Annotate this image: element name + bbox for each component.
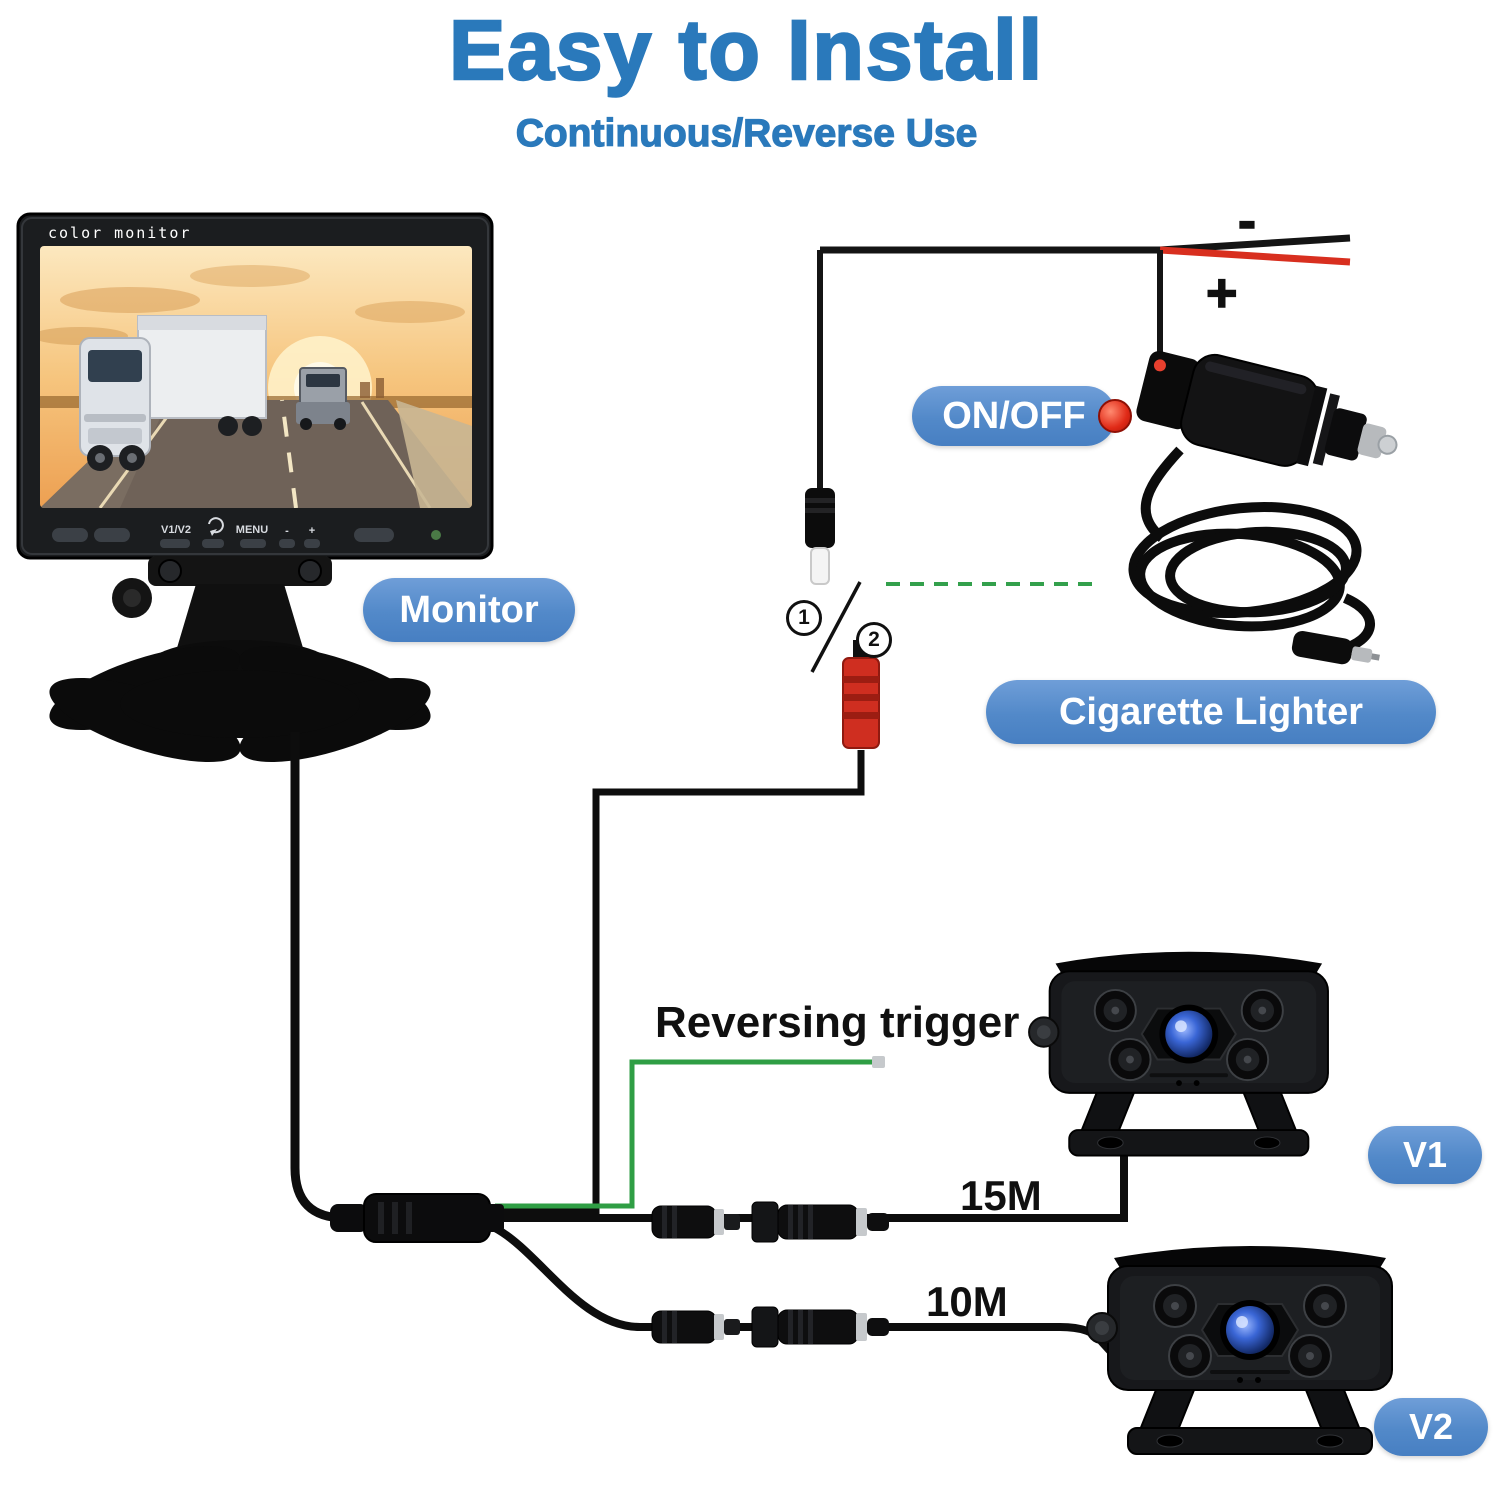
step-2-badge: 2 xyxy=(856,622,892,658)
monitor-button-v1v2-label: V1/V2 xyxy=(161,524,191,536)
camera-v2-pill-label: V2 xyxy=(1374,1398,1488,1456)
monitor-button-plus-label: + xyxy=(309,525,315,537)
cable-15m-label: 15M xyxy=(960,1172,1042,1219)
cigarette-lighter-pill-label: Cigarette Lighter xyxy=(986,680,1436,744)
monitor-button-minus-label: - xyxy=(285,525,289,537)
positive-wire xyxy=(1159,246,1351,266)
trigger-wire-tip xyxy=(872,1056,885,1068)
power-feed-wires xyxy=(817,234,1351,490)
truck-small xyxy=(296,367,350,430)
reversing-trigger-label: Reversing trigger xyxy=(655,998,1020,1047)
loop-icon xyxy=(208,517,224,536)
cable-10m-label: 10M xyxy=(926,1278,1008,1325)
camera-v1-pill-label: V1 xyxy=(1368,1126,1482,1184)
power-indicator-dot-icon xyxy=(1098,399,1132,433)
switch-slash xyxy=(810,581,862,673)
cigarette-lighter-plug xyxy=(1136,350,1398,467)
monitor-pill-text: Monitor xyxy=(399,588,539,631)
negative-wire-label: - xyxy=(1237,190,1256,252)
monitor-stand xyxy=(49,556,431,763)
page-subtitle: Continuous/Reverse Use xyxy=(515,111,978,155)
monitor-pill-label: Monitor xyxy=(363,578,575,642)
positive-wire-label: + xyxy=(1205,262,1238,324)
monitor-dc-plug xyxy=(805,488,835,585)
on-off-pill-text: ON/OFF xyxy=(942,394,1086,437)
aviation-connector-pair-1 xyxy=(651,1201,890,1243)
monitor-bezel-text: color monitor xyxy=(48,224,191,242)
power-cord-coil xyxy=(1128,446,1375,655)
on-off-pill-label: ON/OFF xyxy=(912,386,1116,446)
monitor-device: color monitor xyxy=(16,212,494,763)
reversing-trigger-wire xyxy=(495,1059,872,1209)
monitor-buttons: V1/V2 MENU - + xyxy=(52,517,441,548)
dc-plug-cord-end xyxy=(1291,631,1380,665)
monitor-screen-image xyxy=(40,246,472,508)
video-splitter-connector xyxy=(330,1193,504,1243)
camera-v1-illustration xyxy=(1028,950,1329,1157)
camera-v2-pill-text: V2 xyxy=(1408,1406,1454,1447)
truck-large xyxy=(79,315,267,471)
power-extension-wire xyxy=(495,750,865,1216)
camera-v2-illustration xyxy=(1086,1245,1393,1455)
page-title: Easy to Install xyxy=(448,2,1044,99)
camera-v1-pill-text: V1 xyxy=(1402,1134,1448,1175)
aviation-connector-pair-2 xyxy=(651,1306,890,1348)
negative-wire xyxy=(1159,234,1351,254)
monitor-button-menu-label: MENU xyxy=(236,524,268,536)
monitor-cable xyxy=(290,732,368,1223)
step-1-badge: 1 xyxy=(786,600,822,636)
cigarette-lighter-pill-text: Cigarette Lighter xyxy=(1058,690,1364,733)
